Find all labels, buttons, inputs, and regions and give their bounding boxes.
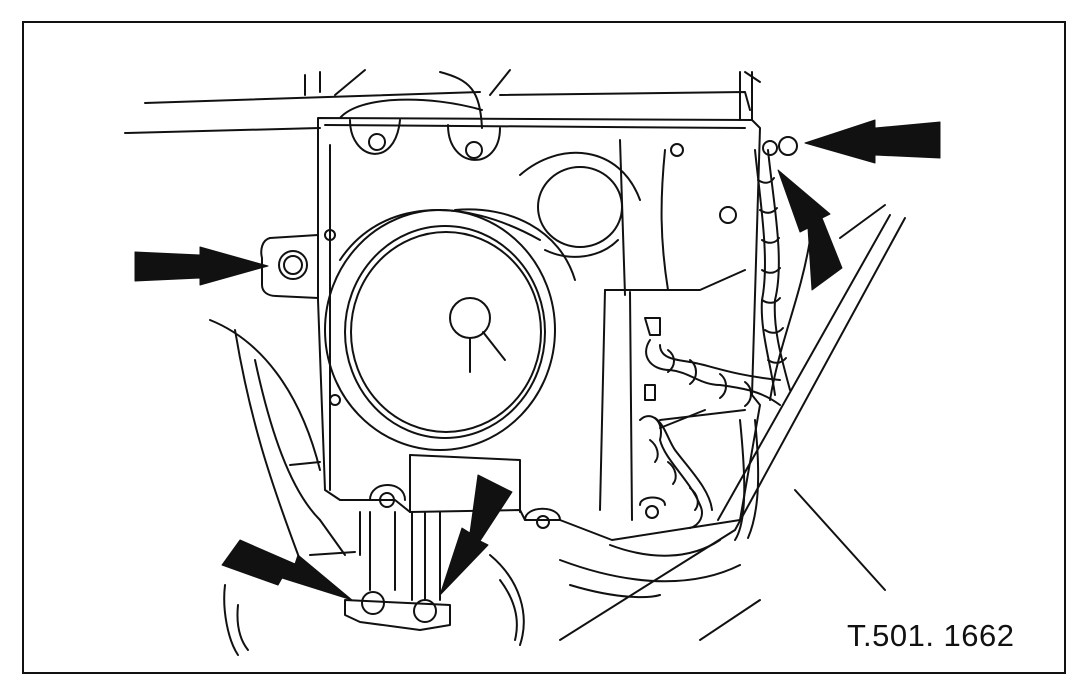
figure-reference-code: T.501. 1662 <box>847 618 1015 653</box>
speaker-mounting-plate <box>260 117 761 631</box>
door-pillar-lines <box>559 204 906 641</box>
arrow-top-right-nut <box>804 119 941 164</box>
arrow-left-nut <box>134 246 269 286</box>
arrow-bottom-center-nut <box>439 474 513 596</box>
arrow-right-harness <box>777 169 843 291</box>
indicator-arrows <box>134 119 941 601</box>
arrow-bottom-left-nut <box>221 539 353 601</box>
speaker <box>324 208 576 451</box>
mounting-holes <box>324 119 737 529</box>
mounting-nuts <box>278 136 798 623</box>
background-trim-lines <box>124 69 761 656</box>
wiring-harness <box>639 149 791 529</box>
plate-opening <box>519 151 641 258</box>
